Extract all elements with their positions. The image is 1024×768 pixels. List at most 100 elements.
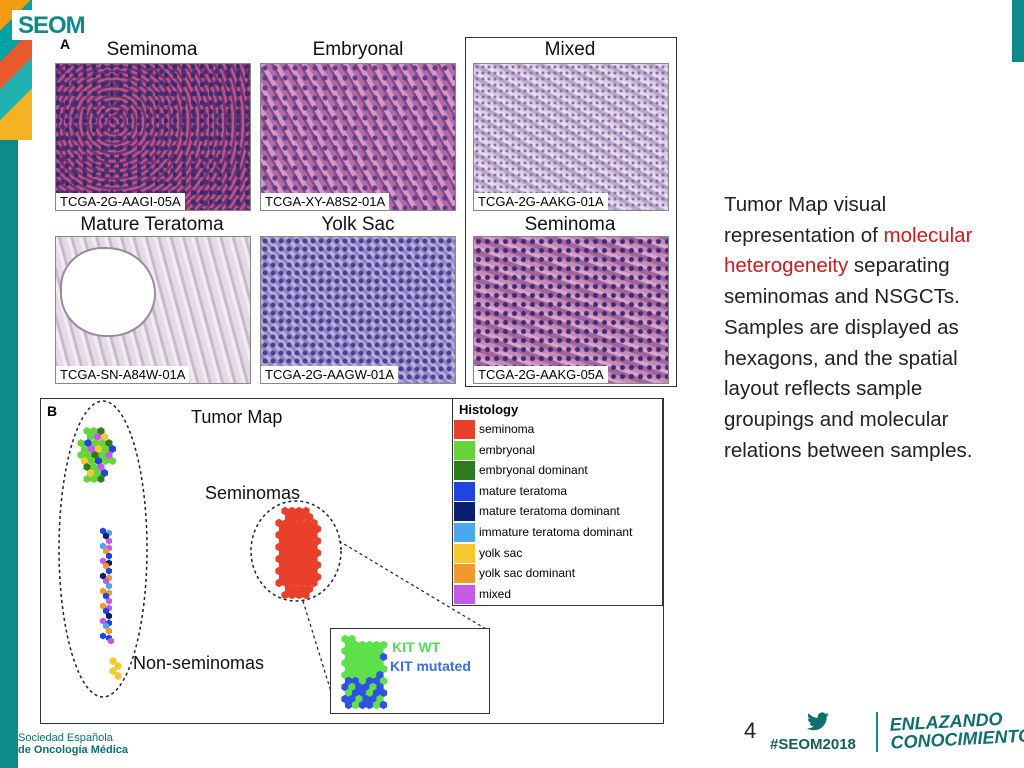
mixed-column-frame [465, 37, 677, 387]
tumor-map-title: Tumor Map [191, 407, 283, 427]
sample-hexagon [102, 445, 109, 453]
inset-sample-hexagon [341, 646, 349, 656]
legend-item: seminoma [453, 419, 658, 439]
right-accent-bar [1012, 0, 1024, 62]
sample-hexagon [295, 506, 303, 516]
sample-hexagon [90, 427, 98, 435]
inset-sample-hexagon [351, 640, 360, 650]
inset-sample-hexagon [379, 652, 388, 662]
sample-hexagon [106, 612, 112, 620]
seminomas-cluster-label: Seminomas [205, 483, 301, 503]
sample-hexagon [106, 537, 112, 545]
inset-sample-hexagon [372, 688, 381, 698]
seom-logo: SEOM [18, 12, 86, 39]
inset-sample-hexagon [355, 646, 363, 656]
legend-item: yolk sac [453, 543, 658, 563]
legend-label: seminoma [479, 422, 535, 436]
sample-id-label: TCGA-2G-AAKG-05A [474, 366, 608, 383]
sample-hexagon [299, 524, 308, 534]
twitter-bird-icon [807, 712, 829, 731]
sample-hexagon [284, 584, 293, 594]
legend-swatch [454, 481, 475, 501]
sample-hexagon [289, 542, 297, 552]
sample-hexagon [296, 518, 304, 528]
inset-sample-hexagon [351, 652, 360, 662]
sample-hexagon [296, 542, 304, 552]
sample-hexagon [90, 475, 98, 483]
org-name-line1: Sociedad Española [18, 732, 113, 744]
sample-hexagon [87, 469, 94, 477]
inset-sample-hexagon [365, 700, 374, 710]
inset-sample-hexagon [369, 682, 377, 692]
inset-sample-hexagon [355, 682, 363, 692]
legend-item: embryonal [453, 440, 658, 460]
sample-hexagon [97, 463, 105, 471]
sample-hexagon [98, 439, 106, 447]
panel-a-letter: A [60, 36, 71, 52]
sample-id-label: TCGA-2G-AAGI-05A [56, 193, 185, 210]
sample-hexagon [97, 475, 105, 483]
caption-text: separating seminomas and NSGCTs. Samples… [724, 254, 973, 462]
inset-sample-hexagon [362, 646, 370, 656]
sample-hexagon [103, 592, 109, 600]
sample-hexagon [100, 587, 106, 595]
sample-hexagon [310, 542, 318, 552]
inset-sample-hexagon [348, 682, 356, 692]
sample-id-label: TCGA-XY-A8S2-01A [261, 193, 390, 210]
sample-hexagon [299, 548, 308, 558]
inset-sample-hexagon [372, 664, 381, 674]
sample-id-label: TCGA-2G-AAGW-01A [261, 366, 399, 383]
inset-sample-hexagon [348, 670, 356, 680]
sample-hexagon [281, 590, 289, 600]
sample-hexagon [303, 542, 311, 552]
inset-sample-hexagon [348, 694, 356, 704]
sample-hexagon [285, 560, 294, 570]
legend-title: Histology [459, 402, 519, 417]
sample-hexagon [282, 554, 290, 564]
sample-hexagon [81, 445, 88, 453]
inset-sample-hexagon [379, 664, 388, 674]
sample-hexagon [278, 560, 287, 570]
sample-hexagon [292, 536, 301, 546]
panel-b-letter: B [47, 403, 58, 419]
sample-hexagon [289, 554, 297, 564]
sample-hexagon [88, 457, 95, 465]
sample-hexagon [102, 457, 109, 465]
sample-hexagon [288, 590, 296, 600]
sample-hexagon [100, 572, 106, 580]
inset-sample-hexagon [372, 676, 381, 686]
sample-hexagon [275, 554, 283, 564]
sample-hexagon [289, 530, 297, 540]
sample-hexagon [106, 582, 112, 590]
sample-hexagon [282, 542, 290, 552]
sample-hexagon [97, 427, 105, 435]
inset-sample-hexagon [379, 676, 388, 686]
sample-hexagon [94, 433, 101, 441]
sample-hexagon [109, 445, 116, 453]
legend-item: yolk sac dominant [453, 563, 658, 584]
inset-sample-hexagon [358, 688, 367, 698]
sample-hexagon [275, 542, 283, 552]
sample-hexagon [100, 617, 106, 625]
sample-hexagon [310, 554, 318, 564]
sample-hexagon [289, 566, 297, 576]
sample-hexagon [282, 518, 290, 528]
inset-sample-hexagon [341, 682, 349, 692]
sample-hexagon [105, 451, 113, 459]
seminoma-ellipse [250, 500, 342, 602]
tile-title-embryonal: Embryonal [312, 39, 404, 60]
micrograph-seminoma: TCGA-2G-AAGI-05A [55, 63, 251, 211]
sample-hexagon [94, 469, 101, 477]
inset-sample-hexagon [344, 700, 353, 710]
inset-sample-hexagon [341, 658, 349, 668]
inset-sample-hexagon [355, 694, 363, 704]
sample-hexagon [303, 518, 311, 528]
sample-hexagon [306, 572, 315, 582]
inset-sample-hexagon [365, 652, 374, 662]
legend-label: yolk sac [479, 545, 523, 560]
sample-hexagon [100, 542, 106, 550]
sample-hexagon [306, 548, 315, 558]
sample-hexagon [282, 566, 290, 576]
inset-sample-hexagon [372, 652, 381, 662]
